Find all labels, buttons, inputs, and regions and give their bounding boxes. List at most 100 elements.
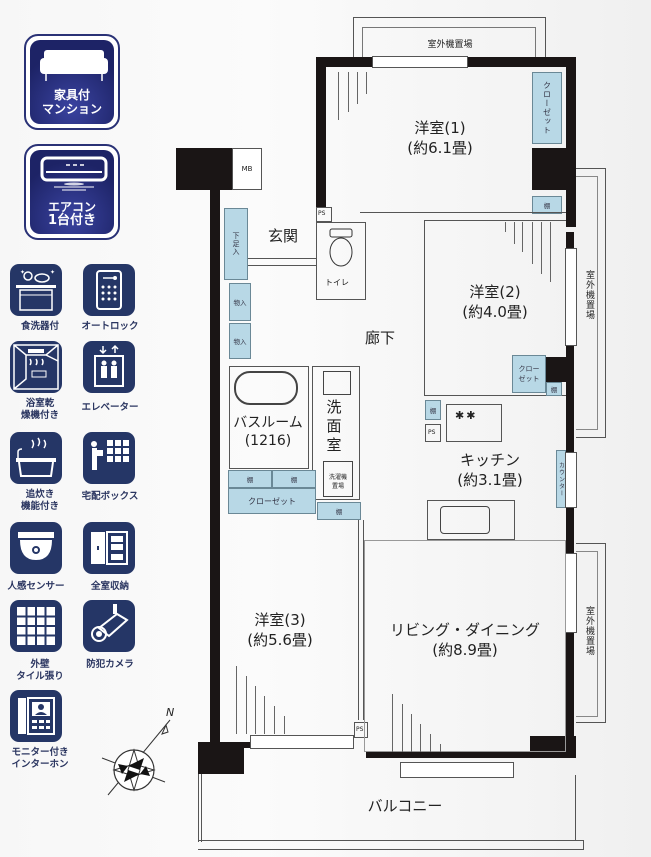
shelf-kitchen: 棚 [425, 400, 441, 420]
aircon-label-1: エアコン [47, 200, 96, 214]
storage-2: 物入 [229, 323, 251, 359]
security-camera-badge [83, 600, 135, 652]
room-western-3-label: 洋室(3) (約5.6畳) [235, 610, 325, 650]
svg-text:✦: ✦ [20, 269, 25, 276]
bathroom [229, 366, 309, 469]
room-western-1-size: (約6.1畳) [407, 139, 473, 157]
elevator-icon [94, 344, 124, 387]
storage-1: 物入 [229, 283, 251, 321]
shoe-storage: 下足入 [224, 208, 248, 280]
ps-label: PS [318, 210, 326, 217]
wall-w1-bottom [360, 212, 566, 214]
pillar-bottom-right [530, 736, 576, 758]
keypad-lock-icon [96, 270, 122, 310]
room-entrance-label: 玄関 [267, 227, 298, 245]
wash-basin [323, 371, 351, 395]
room-hallway-label: 廊下 [364, 329, 395, 347]
window-western-2 [565, 248, 577, 346]
pillar-bottom-left [198, 742, 244, 774]
elevator-label: エレベーター [81, 402, 139, 413]
shelf-3b: 棚 [272, 470, 316, 488]
balcony-rail [198, 840, 584, 850]
room-kitchen-size: (約3.1畳) [457, 471, 523, 489]
ps-kitchen: PS [425, 424, 441, 442]
closet-2-label-a: クロー [518, 365, 540, 373]
video-intercom-badge [10, 690, 62, 742]
room-bathroom-label: バスルーム (1216) [230, 414, 306, 450]
wall-left [210, 190, 220, 750]
room-western-2-name: 洋室(2) [469, 283, 521, 301]
shelf-2: 棚 [546, 382, 562, 396]
window-living [400, 762, 514, 778]
security-camera-label: 防犯カメラ [86, 659, 134, 670]
reheat-label: 追炊き 機能付き [0, 489, 80, 513]
security-camera-icon [91, 604, 129, 642]
ps-toilet: PS [316, 207, 332, 222]
full-storage-label: 全室収納 [90, 581, 129, 592]
reheat-badge [10, 432, 62, 484]
closet-western-2: クロー ゼット [512, 355, 546, 393]
tile-exterior-badge [10, 600, 62, 652]
delivery-box-icon [91, 440, 129, 470]
outdoor-unit-label-top: 室外機置場 [427, 40, 473, 50]
washer-space: 洗濯機 置場 [323, 461, 353, 497]
wall-bottom-right [366, 752, 536, 758]
stove: ✱✱ [446, 404, 502, 442]
autolock-label: オートロック [81, 321, 139, 332]
delivery-box-label: 宅配ボックス [81, 491, 139, 502]
compass-north-icon: N [101, 706, 174, 796]
closet-western-3: クローゼット [228, 488, 316, 514]
motion-sensor-badge [10, 522, 62, 574]
aircon-badge: エアコン 1台付き [24, 144, 120, 240]
reheat-label-2: 機能付き [20, 501, 59, 512]
window-top [372, 56, 468, 68]
tile-exterior-label-1: 外壁 [30, 659, 50, 670]
ps-kitchen-label: PS [428, 429, 436, 436]
room-western-1-label: 洋室(1) (約6.1畳) [380, 118, 500, 158]
outdoor-unit-label-right-2: 室外機置場 [584, 606, 594, 656]
room-balcony-label: バルコニー [367, 797, 443, 815]
room-western-2-size: (約4.0畳) [462, 303, 528, 321]
mb-box: MB [232, 148, 262, 190]
window-kitchen [565, 452, 577, 508]
tile-wall-icon [17, 607, 55, 645]
dishwasher-badge: ✦✦ [10, 264, 62, 316]
video-intercom-label-1: モニター付き [11, 747, 69, 758]
burners-icon: ✱✱ [455, 409, 478, 422]
outdoor-unit-label-right-1: 室外機置場 [584, 270, 594, 320]
elevator-badge [83, 341, 135, 393]
room-western-1-name: 洋室(1) [414, 119, 466, 137]
room-western-2-outline [424, 220, 566, 396]
bathtub-reheat-icon [16, 437, 56, 477]
closet-storage-icon [91, 531, 128, 565]
dishwasher-label: 食洗器付 [20, 321, 59, 332]
washroom: 洗濯機 置場 [312, 366, 360, 500]
air-conditioner-icon [40, 156, 108, 191]
furnished-label-2: マンション [41, 102, 102, 116]
toilet-room: トイレ [316, 222, 366, 300]
closet-western-1: クローゼット [532, 72, 562, 144]
dishwasher-icon: ✦✦ [16, 269, 56, 311]
toilet-fixture-icon [329, 228, 353, 267]
washer-label-a: 洗濯機 [328, 474, 347, 481]
sink [440, 506, 490, 534]
room-living-name: リビング・ダイニング [389, 621, 540, 639]
video-intercom-label: モニター付き インターホン [0, 747, 80, 771]
aircon-label-2: 1台付き [47, 213, 97, 228]
bath-dryer-label: 浴室乾 燥機付き [0, 398, 80, 422]
ps-living: PS [354, 722, 368, 738]
shelf-1: 棚 [532, 196, 562, 214]
reheat-label-1: 追炊き [25, 489, 55, 500]
room-living-size: (約8.9畳) [432, 641, 498, 659]
motion-sensor-icon [18, 532, 54, 560]
full-storage-badge [83, 522, 135, 574]
balcony-divider [198, 774, 202, 842]
room-kitchen-label: キッチン (約3.1畳) [445, 450, 535, 490]
furnished-label-1: 家具付 [53, 88, 90, 102]
kitchen-counter [427, 500, 515, 540]
delivery-box-badge [83, 432, 135, 484]
svg-text:N: N [166, 706, 174, 719]
tile-exterior-label-2: タイル張り [16, 671, 64, 682]
ps-living-label: PS [356, 726, 364, 733]
room-western-3-name: 洋室(3) [254, 611, 306, 629]
